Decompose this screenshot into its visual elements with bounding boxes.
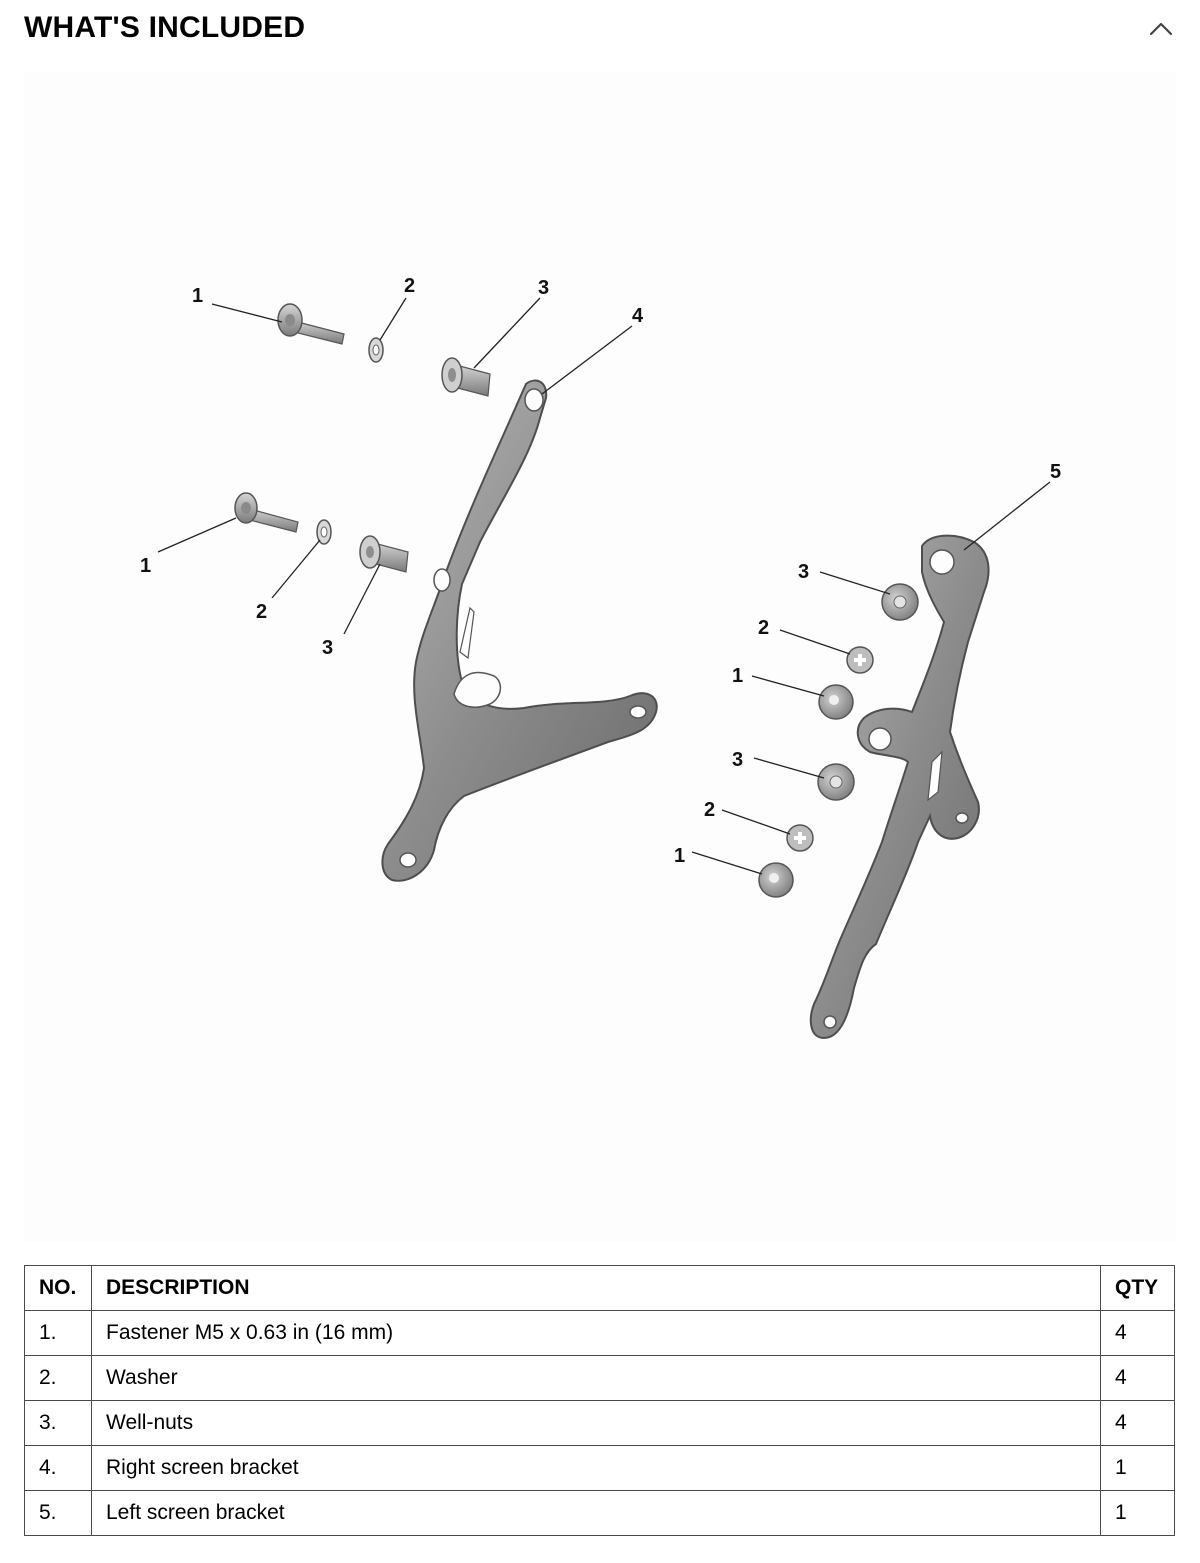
callout-numbers: 1 2 3 4 1 2 3 5 3 2 1 3 2 1 <box>140 275 1061 867</box>
cell-description: Well-nuts <box>91 1400 1101 1446</box>
cell-no: 1. <box>24 1310 92 1356</box>
table-row: 3. Well-nuts 4 <box>24 1400 1175 1446</box>
callout-1: 1 <box>192 285 203 307</box>
cell-description: Left screen bracket <box>91 1490 1101 1536</box>
callout-3: 3 <box>798 561 809 583</box>
cell-no: 4. <box>24 1445 92 1491</box>
cell-qty: 1 <box>1100 1445 1175 1491</box>
well-nut-lower-left <box>817 763 855 801</box>
cell-qty: 4 <box>1100 1355 1175 1401</box>
left-screen-bracket <box>809 534 990 1040</box>
washer-lower-right <box>316 519 332 545</box>
table-header-row: NO. DESCRIPTION QTY <box>24 1265 1175 1311</box>
column-header-description: DESCRIPTION <box>91 1265 1101 1311</box>
callout-1: 1 <box>140 555 151 577</box>
well-nut-upper-right <box>441 357 491 397</box>
table-row: 5. Left screen bracket 1 <box>24 1490 1175 1536</box>
table-row: 4. Right screen bracket 1 <box>24 1445 1175 1491</box>
cell-description: Fastener M5 x 0.63 in (16 mm) <box>91 1310 1101 1356</box>
cell-qty: 4 <box>1100 1400 1175 1446</box>
callout-2: 2 <box>404 275 415 297</box>
table-row: 2. Washer 4 <box>24 1355 1175 1401</box>
right-screen-bracket <box>381 379 658 882</box>
cell-no: 5. <box>24 1490 92 1536</box>
well-nut-upper-left <box>881 583 919 621</box>
callout-2: 2 <box>256 601 267 623</box>
fastener-upper-left <box>818 684 854 720</box>
callout-3: 3 <box>732 749 743 771</box>
collapse-button[interactable] <box>1146 14 1176 44</box>
callout-1: 1 <box>674 845 685 867</box>
cell-qty: 1 <box>1100 1490 1175 1536</box>
fastener-lower-left <box>758 862 794 898</box>
fastener-lower-right <box>234 492 299 533</box>
well-nut-lower-right <box>359 535 409 573</box>
washer-upper-left <box>846 646 874 674</box>
callout-1: 1 <box>732 665 743 687</box>
callout-3: 3 <box>538 277 549 299</box>
callout-4: 4 <box>632 305 644 327</box>
section-header: WHAT'S INCLUDED <box>24 0 1176 56</box>
callout-2: 2 <box>704 799 715 821</box>
washer-upper-right <box>368 337 384 363</box>
table-row: 1. Fastener M5 x 0.63 in (16 mm) 4 <box>24 1310 1175 1356</box>
cell-no: 3. <box>24 1400 92 1446</box>
callout-2: 2 <box>758 617 769 639</box>
callout-3: 3 <box>322 637 333 659</box>
leader-lines <box>157 297 1051 875</box>
fastener-upper-right <box>277 303 345 345</box>
chevron-up-icon <box>1149 22 1173 36</box>
cell-description: Washer <box>91 1355 1101 1401</box>
washer-lower-left <box>786 824 814 852</box>
callout-5: 5 <box>1050 461 1061 483</box>
column-header-qty: QTY <box>1100 1265 1175 1311</box>
parts-table: NO. DESCRIPTION QTY 1. Fastener M5 x 0.6… <box>24 1265 1175 1536</box>
section-title: WHAT'S INCLUDED <box>24 11 306 44</box>
column-header-no: NO. <box>24 1265 92 1311</box>
cell-qty: 4 <box>1100 1310 1175 1356</box>
cell-no: 2. <box>24 1355 92 1401</box>
cell-description: Right screen bracket <box>91 1445 1101 1491</box>
parts-diagram: 1 2 3 4 1 2 3 5 3 2 1 3 2 1 <box>24 72 1176 1242</box>
